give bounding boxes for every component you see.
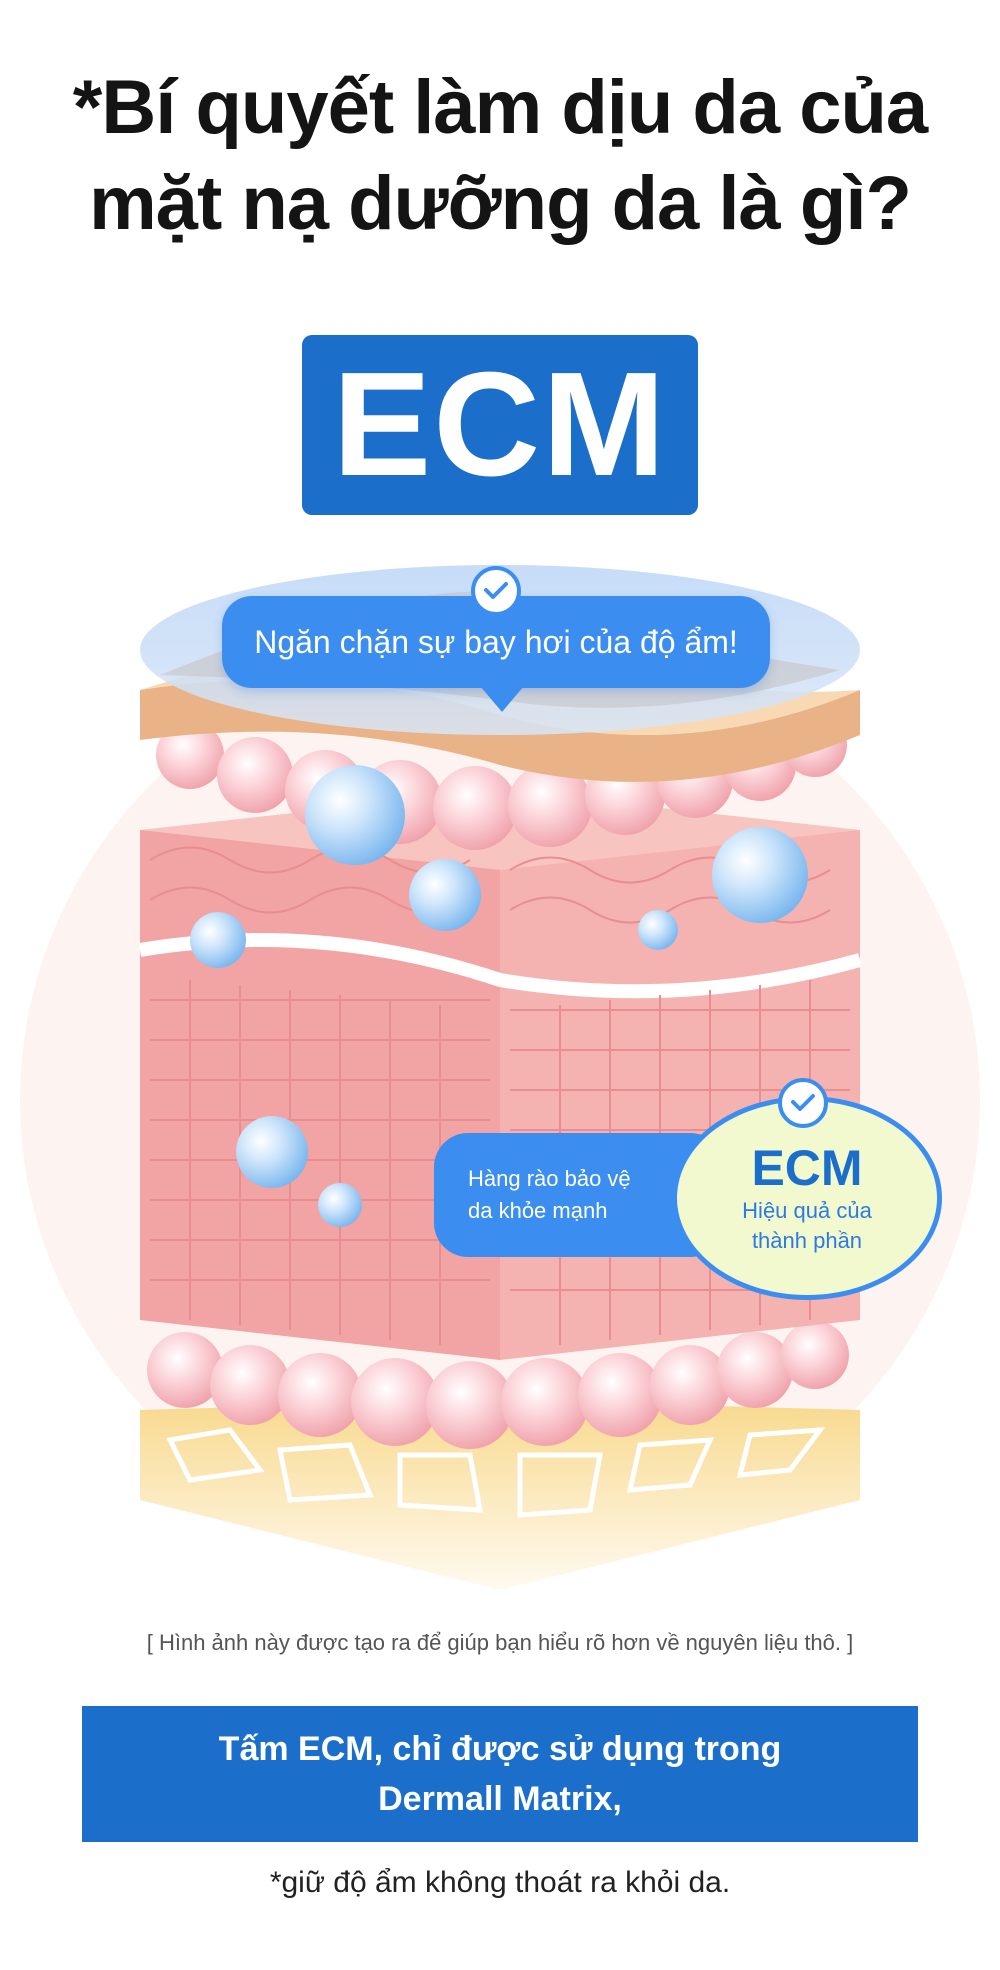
moisture-bubble: [318, 1183, 362, 1227]
callout-barrier-line-2: da khỏe mạnh: [468, 1198, 608, 1223]
check-icon: [778, 1078, 828, 1128]
illustration-caption: [ Hình ảnh này được tạo ra để giúp bạn h…: [146, 1630, 854, 1655]
moisture-bubble: [409, 859, 481, 931]
fat-layer: [140, 1400, 860, 1590]
ecm-badge: ECM: [302, 335, 698, 515]
callout-moisture-text: Ngăn chặn sự bay hơi của độ ẩm!: [254, 623, 738, 660]
moisture-bubble: [305, 765, 405, 865]
headline-line-1: *Bí quyết làm dịu da của: [72, 65, 928, 150]
moisture-bubble: [190, 912, 246, 968]
check-icon: [471, 566, 521, 616]
page-headline: *Bí quyết làm dịu da của mặt nạ dưỡng da…: [0, 60, 1000, 252]
product-banner: Tấm ECM, chỉ được sử dụng trong Dermall …: [82, 1706, 918, 1842]
banner-line-2: Dermall Matrix,: [378, 1780, 622, 1818]
moisture-bubble: [712, 827, 808, 923]
banner-line-1: Tấm ECM, chỉ được sử dụng trong: [218, 1730, 782, 1768]
moisture-bubble: [236, 1116, 308, 1188]
ecm-circle-title: ECM: [751, 1140, 863, 1196]
moisture-bubble: [638, 910, 678, 950]
ecm-circle-line-2: thành phần: [751, 1228, 863, 1253]
headline-line-2: mặt nạ dưỡng da là gì?: [89, 161, 912, 246]
footnote: *giữ độ ẩm không thoát ra khỏi da.: [269, 1866, 731, 1899]
ecm-circle-line-1: Hiệu quả của: [742, 1198, 872, 1223]
callout-barrier-line-1: Hàng rào bảo vệ: [468, 1166, 631, 1191]
lower-cell-row: [147, 1321, 849, 1449]
